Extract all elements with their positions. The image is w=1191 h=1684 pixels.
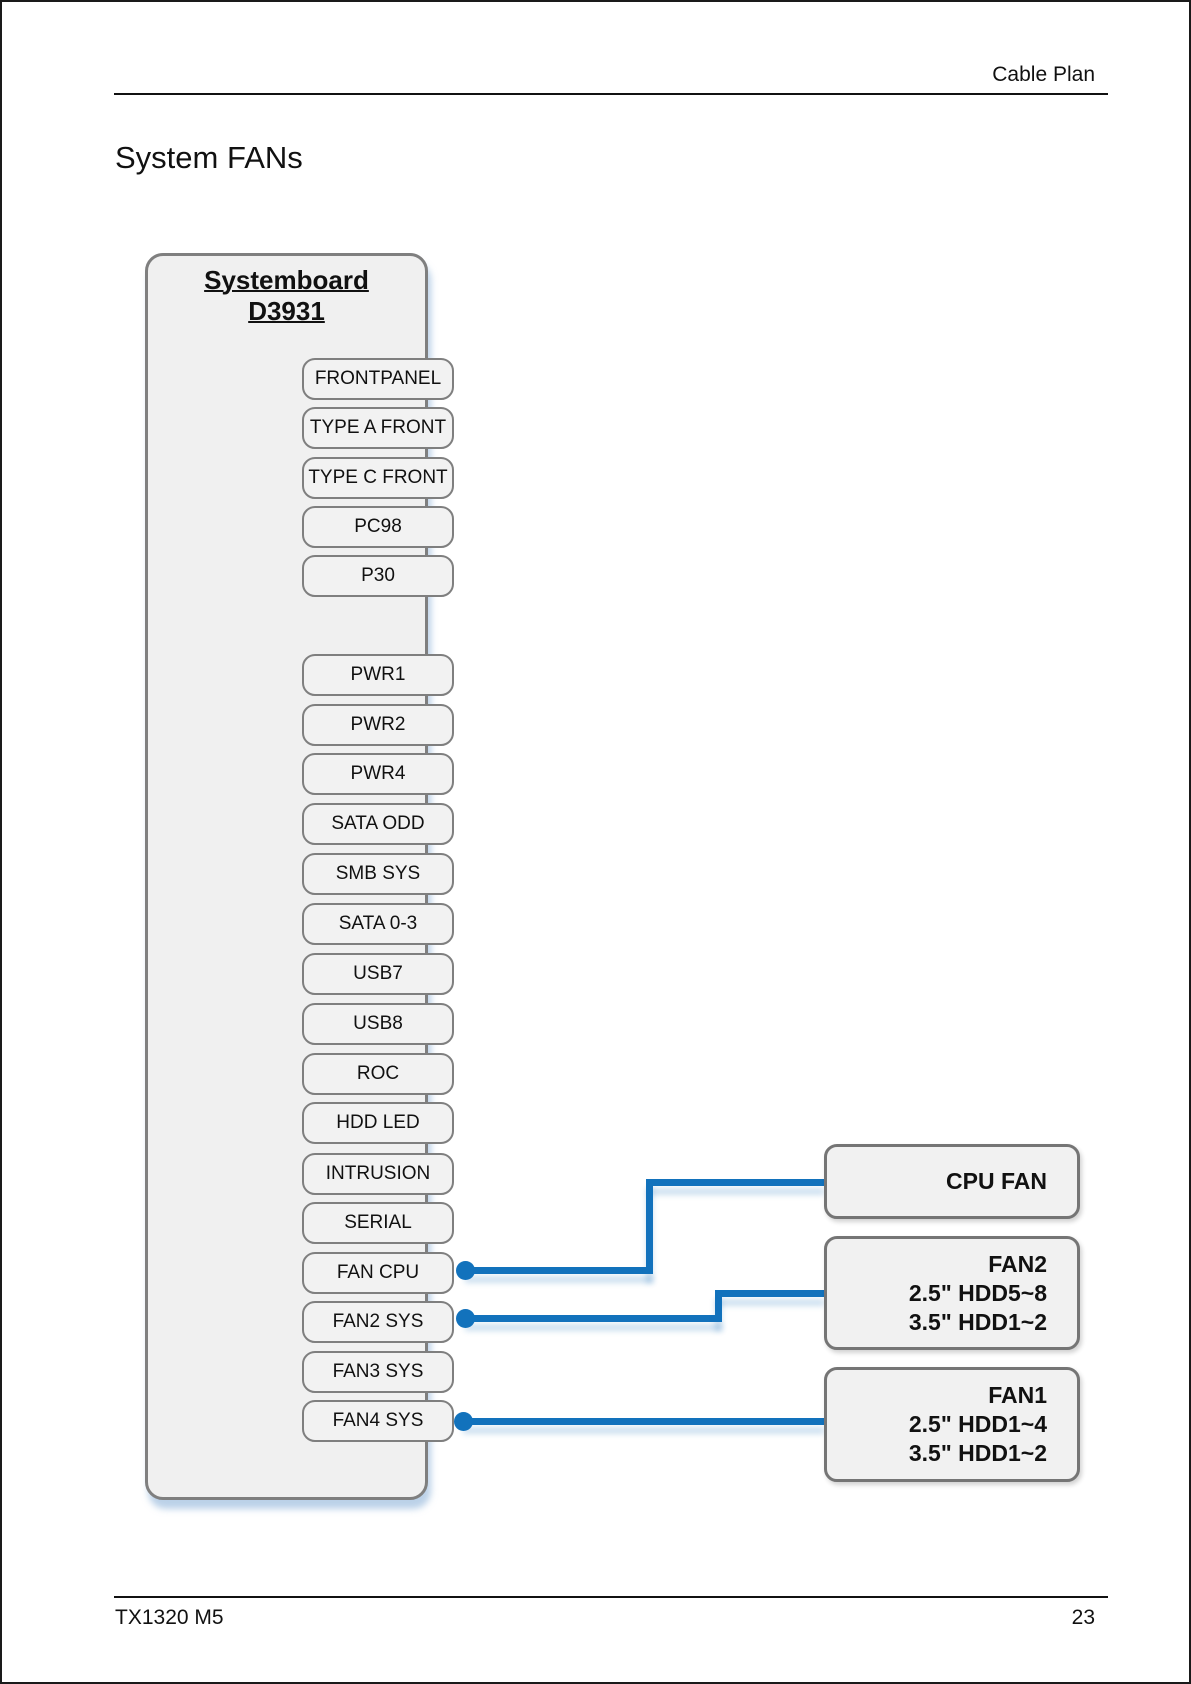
systemboard-name: Systemboard [204,265,369,295]
cable-dot-fan4-sys [454,1412,473,1431]
connector-sata-0-3: SATA 0-3 [302,903,454,945]
connector-sata-odd: SATA ODD [302,803,454,845]
connector-roc: ROC [302,1053,454,1095]
connector-p30: P30 [302,555,454,597]
connector-type-a-front: TYPE A FRONT [302,407,454,449]
cable-fan-cpu-segment [649,1179,824,1186]
fan1-box: FAN1 2.5" HDD1~4 3.5" HDD1~2 [824,1367,1080,1482]
connector-smb-sys: SMB SYS [302,853,454,895]
connector-pc98: PC98 [302,506,454,548]
header-title: Cable Plan [992,63,1095,86]
systemboard-model: D3931 [248,296,325,326]
fan1-hdd-line-2: 3.5" HDD1~2 [908,1440,1047,1466]
cable-dot-fan-cpu [456,1261,475,1280]
connector-pwr1: PWR1 [302,654,454,696]
cable-fan-cpu-segment [646,1179,653,1274]
cable-fan4-segment [463,1418,824,1425]
fan2-label: FAN2 [988,1250,1047,1277]
fan2-hdd-line-1: 2.5" HDD5~8 [908,1279,1047,1306]
fan2-box: FAN2 2.5" HDD5~8 3.5" HDD1~2 [824,1236,1080,1350]
connector-usb7: USB7 [302,953,454,995]
connector-usb8: USB8 [302,1003,454,1045]
connector-fan2-sys: FAN2 SYS [302,1301,454,1343]
cable-fan2-segment [715,1290,722,1322]
connector-serial: SERIAL [302,1202,454,1244]
connector-pwr2: PWR2 [302,704,454,746]
connector-pwr4: PWR4 [302,753,454,795]
connector-hdd-led: HDD LED [302,1102,454,1144]
connector-fan4-sys: FAN4 SYS [302,1400,454,1442]
connector-intrusion: INTRUSION [302,1153,454,1195]
cable-dot-fan2-sys [456,1309,475,1328]
connector-fan-cpu: FAN CPU [302,1252,454,1294]
fan1-hdd-line-1: 2.5" HDD1~4 [908,1411,1047,1437]
fan1-label: FAN1 [988,1382,1047,1408]
footer-rule [114,1596,1108,1598]
cable-fan2-segment [465,1315,722,1322]
cable-fan-cpu-segment [465,1267,653,1274]
connector-fan3-sys: FAN3 SYS [302,1351,454,1393]
cpu-fan-box: CPU FAN [824,1144,1080,1219]
page-title: System FANs [115,140,303,175]
footer-model: TX1320 M5 [115,1606,224,1629]
systemboard-title: Systemboard D3931 [145,265,428,327]
cable-fan2-segment [718,1290,824,1297]
cpu-fan-label: CPU FAN [946,1168,1047,1194]
connector-type-c-front: TYPE C FRONT [302,457,454,499]
fan2-hdd-line-2: 3.5" HDD1~2 [908,1308,1047,1335]
footer-page-number: 23 [1071,1606,1095,1629]
header-rule [114,93,1108,95]
connector-frontpanel: FRONTPANEL [302,358,454,400]
